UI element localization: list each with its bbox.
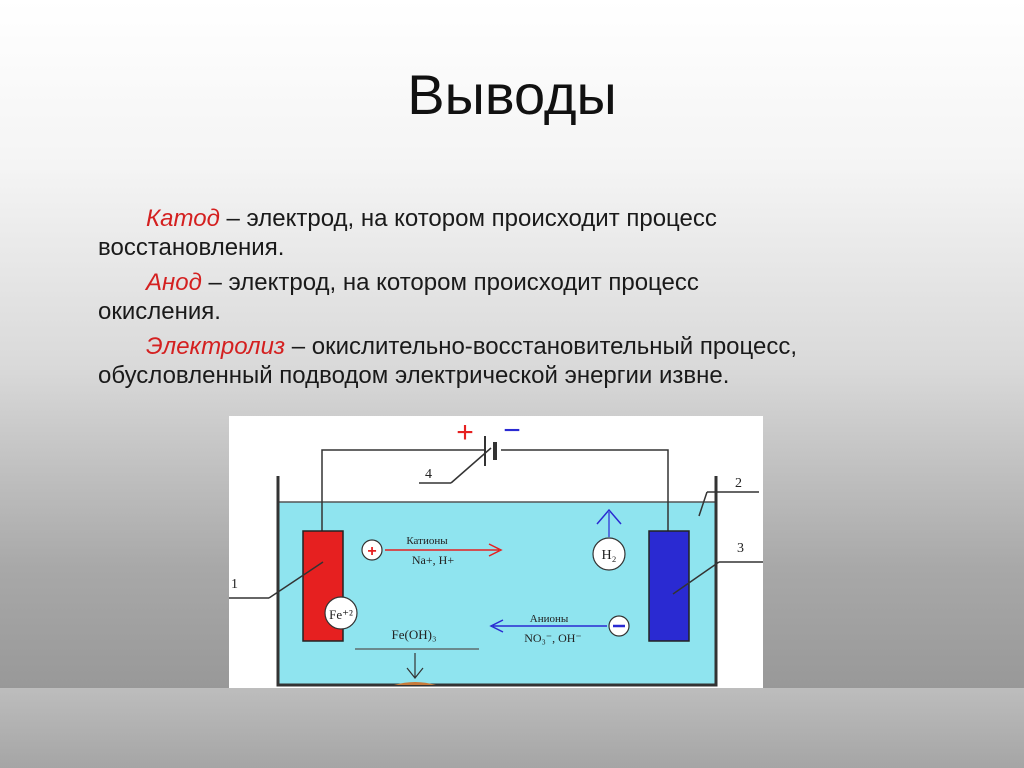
definitions-block: Катод – электрод, на котором происходит … [98,204,928,396]
plus-circle-sign: + [367,543,376,560]
fe-ion-label: Fe⁺² [329,607,353,622]
slide-title: Выводы [407,63,617,126]
h2-label: H₂ [602,548,617,563]
definition-electrolysis-cont: обусловленный подводом электрической эне… [98,362,730,389]
label-1-leader [268,561,324,599]
label-1: 1 [231,577,238,592]
definition-cathode: Катод – электрод, на котором происходит … [98,204,928,262]
definition-anode-text: – электрод, на котором происходит процес… [201,269,699,296]
term-electrolysis: Электролиз [146,333,286,360]
definition-cathode-text: – электрод, на котором происходит процес… [219,205,717,232]
term-cathode: Катод [146,205,220,232]
label-4-leader [450,447,492,484]
electrolysis-diagram: + − 4 2 1 3 + Катионы Na+, H+ H₂ [229,414,763,690]
anions-title: Анионы [530,613,569,625]
label-3-leader [672,561,720,595]
wire-right [501,449,669,531]
right-electrode [648,530,690,642]
definition-cathode-cont: восстановления. [98,234,285,261]
precipitate-label: Fe(OH)₃ [392,627,437,642]
plus-sign: + [456,416,474,449]
definition-anode-cont: окисления. [98,298,221,325]
cation-arrow-head [488,543,503,557]
h2-bubble-icon [592,537,626,571]
label-2: 2 [735,476,742,491]
label-4: 4 [425,467,432,482]
minus-sign: − [503,416,521,447]
term-anode: Анод [146,269,202,296]
definition-electrolysis: Электролиз – окислительно-восстановитель… [98,332,928,390]
definition-electrolysis-text: – окислительно-восстановительный процесс… [285,333,797,360]
anion-arrow-head [489,619,504,633]
precipitate-arrow-head [406,667,424,679]
cations-title: Катионы [406,535,448,547]
vessel [276,476,718,687]
anions-ions: NO₃⁻, OH⁻ [524,631,582,645]
cations-ions: Na+, H+ [412,553,454,567]
label-3: 3 [737,541,744,556]
electrolyte [278,502,716,685]
gas-arrow-head [596,508,622,525]
plus-circle-icon [361,539,383,561]
electrolysis-diagram-svg: + − 4 2 1 3 + Катионы Na+, H+ H₂ [229,414,763,687]
precipitate-sediment [394,682,436,685]
slide-floor [0,688,1024,768]
fe-ion-icon [324,596,358,630]
definition-anode: Анод – электрод, на котором происходит п… [98,268,928,326]
label-2-leader [698,491,708,517]
wire-left [321,449,485,531]
